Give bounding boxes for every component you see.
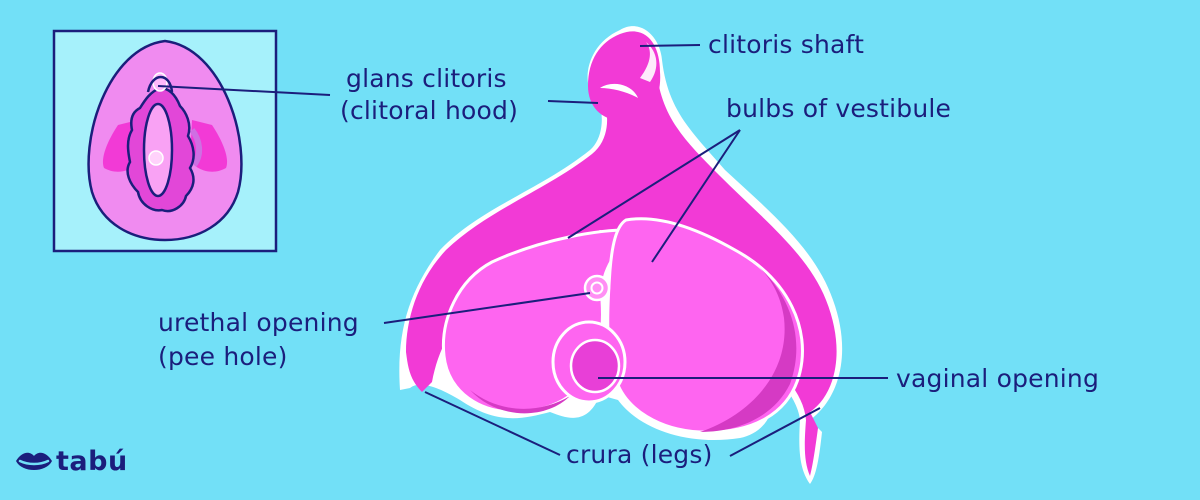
label-urethral-line2: (pee hole) bbox=[158, 342, 288, 371]
leader-crura-right bbox=[729, 407, 821, 457]
label-crura: crura (legs) bbox=[566, 440, 713, 469]
crura bbox=[406, 36, 837, 477]
leader-bulbs-right bbox=[651, 129, 741, 263]
lips-icon bbox=[16, 452, 52, 470]
brand-logo: tabú bbox=[14, 446, 128, 477]
right-bulb-shadow bbox=[700, 255, 797, 432]
left-bulb-shadow bbox=[470, 390, 570, 414]
glans-head bbox=[588, 31, 661, 121]
leader-glans-inset bbox=[157, 85, 331, 96]
leader-glans-main bbox=[547, 100, 599, 104]
leader-bulbs-left bbox=[567, 129, 741, 239]
inset-glans bbox=[152, 72, 168, 92]
glans-highlight bbox=[600, 83, 638, 98]
label-clitoris-shaft: clitoris shaft bbox=[708, 30, 865, 59]
leader-clitoris-shaft bbox=[639, 44, 701, 47]
label-glans-line1: glans clitoris bbox=[346, 64, 507, 93]
label-urethral-line1: urethal opening bbox=[158, 308, 359, 337]
vulva-inset bbox=[52, 29, 278, 253]
leader-lines bbox=[157, 44, 888, 457]
inset-vestibule bbox=[142, 102, 174, 198]
label-glans-line2: (clitoral hood) bbox=[340, 96, 519, 125]
vaginal-opening-inner bbox=[569, 338, 621, 394]
urethral-inner-ring bbox=[590, 281, 604, 295]
inset-opening bbox=[148, 150, 164, 166]
label-bulbs: bulbs of vestibule bbox=[726, 94, 952, 123]
urethral-opening bbox=[583, 274, 611, 302]
brand-name: tabú bbox=[56, 446, 128, 477]
leader-crura-left bbox=[424, 391, 561, 456]
label-vaginal: vaginal opening bbox=[896, 364, 1100, 393]
leader-urethral bbox=[383, 292, 591, 324]
hood-highlight bbox=[640, 42, 657, 82]
